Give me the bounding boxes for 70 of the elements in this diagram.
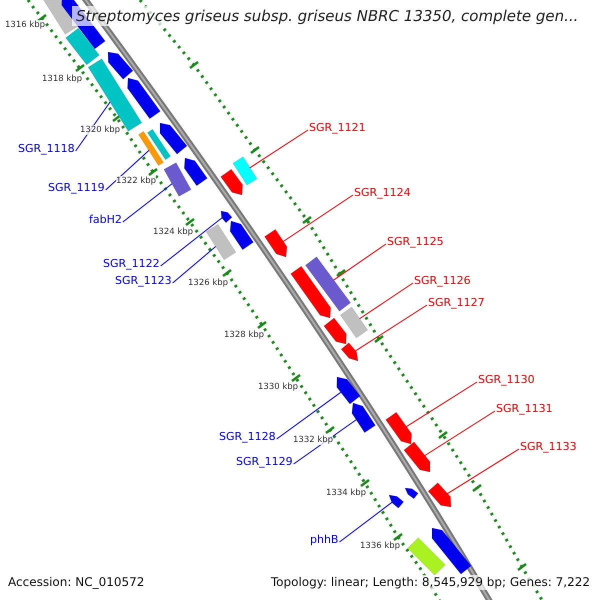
tick-label: 1326 kbp: [188, 278, 228, 288]
gene-block: [324, 318, 347, 344]
leader-line: [276, 392, 342, 440]
leader-line: [338, 502, 392, 542]
gene-label: SGR_1118: [18, 142, 75, 155]
tick-label: 1324 kbp: [153, 227, 194, 237]
gene-block: [385, 412, 412, 444]
leader-line: [446, 448, 520, 494]
gene-block: [404, 442, 430, 472]
gene-label: SGR_1133: [520, 440, 577, 453]
leader-line: [282, 194, 354, 242]
tick-label: 1336 kbp: [360, 541, 400, 551]
tick-label: 1318 kbp: [42, 74, 82, 84]
leader-line: [105, 150, 150, 190]
leader-line: [122, 183, 173, 222]
leader-line: [172, 246, 216, 284]
leader-line: [333, 244, 386, 281]
gene-block: [108, 52, 134, 80]
leader-line: [406, 382, 478, 428]
gene-label: SGR_1124: [354, 186, 411, 199]
gene-block: [264, 229, 288, 258]
genome-stats-text: Topology: linear; Length: 8,545,929 bp; Genes: 7,222: [270, 575, 590, 590]
gene-block: [388, 494, 404, 508]
leader-line: [359, 282, 414, 320]
gene-block: [404, 488, 418, 500]
gene-label: SGR_1126: [414, 274, 471, 287]
gene-label: SGR_1122: [103, 257, 160, 270]
gene-block: [127, 78, 161, 120]
tick-label: 1320 kbp: [80, 125, 120, 135]
tick-label: 1316 kbp: [5, 20, 46, 30]
gene-label: fabH2: [89, 213, 122, 226]
gene-label: SGR_1121: [309, 121, 366, 134]
gene-block: [220, 168, 243, 196]
gene-block: [160, 122, 188, 154]
leader-line: [160, 217, 223, 266]
gene-label: SGR_1131: [496, 402, 553, 415]
gene-label: SGR_1125: [387, 235, 444, 248]
leader-line: [424, 410, 496, 456]
gene-block: [232, 156, 258, 186]
tick-label: 1330 kbp: [258, 382, 298, 392]
gene-block: [432, 528, 472, 574]
gene-block: [290, 266, 331, 318]
tick-label: 1322 kbp: [116, 176, 156, 186]
tick-label: 1328 kbp: [224, 330, 264, 340]
gene-block: [138, 131, 164, 166]
gene-block: [428, 482, 452, 508]
gene-label: SGR_1119: [48, 181, 105, 194]
gene-label: SGR_1129: [236, 455, 293, 468]
gene-label: SGR_1123: [115, 274, 172, 287]
gene-block: [305, 256, 351, 312]
gene-block: [340, 306, 368, 338]
gene-label: SGR_1127: [428, 296, 485, 309]
gene-block: [164, 162, 192, 197]
gene-block: [336, 376, 360, 404]
gene-block: [220, 210, 232, 223]
tick-label: 1334 kbp: [326, 488, 366, 498]
gene-block: [340, 342, 358, 362]
accession-text: Accession: NC_010572: [8, 575, 144, 590]
tick-label: 1332 kbp: [293, 435, 334, 445]
gene-block: [65, 28, 100, 66]
gene-block: [184, 158, 208, 186]
gene-block: [206, 224, 236, 260]
gene-label: phhB: [310, 533, 338, 546]
gene-block: [352, 402, 376, 433]
gene-label: SGR_1130: [478, 373, 535, 386]
gene-block: [147, 129, 171, 160]
gene-label: SGR_1128: [219, 430, 276, 443]
leader-line: [249, 130, 308, 168]
gene-block: [230, 220, 254, 250]
leader-line: [355, 304, 428, 352]
